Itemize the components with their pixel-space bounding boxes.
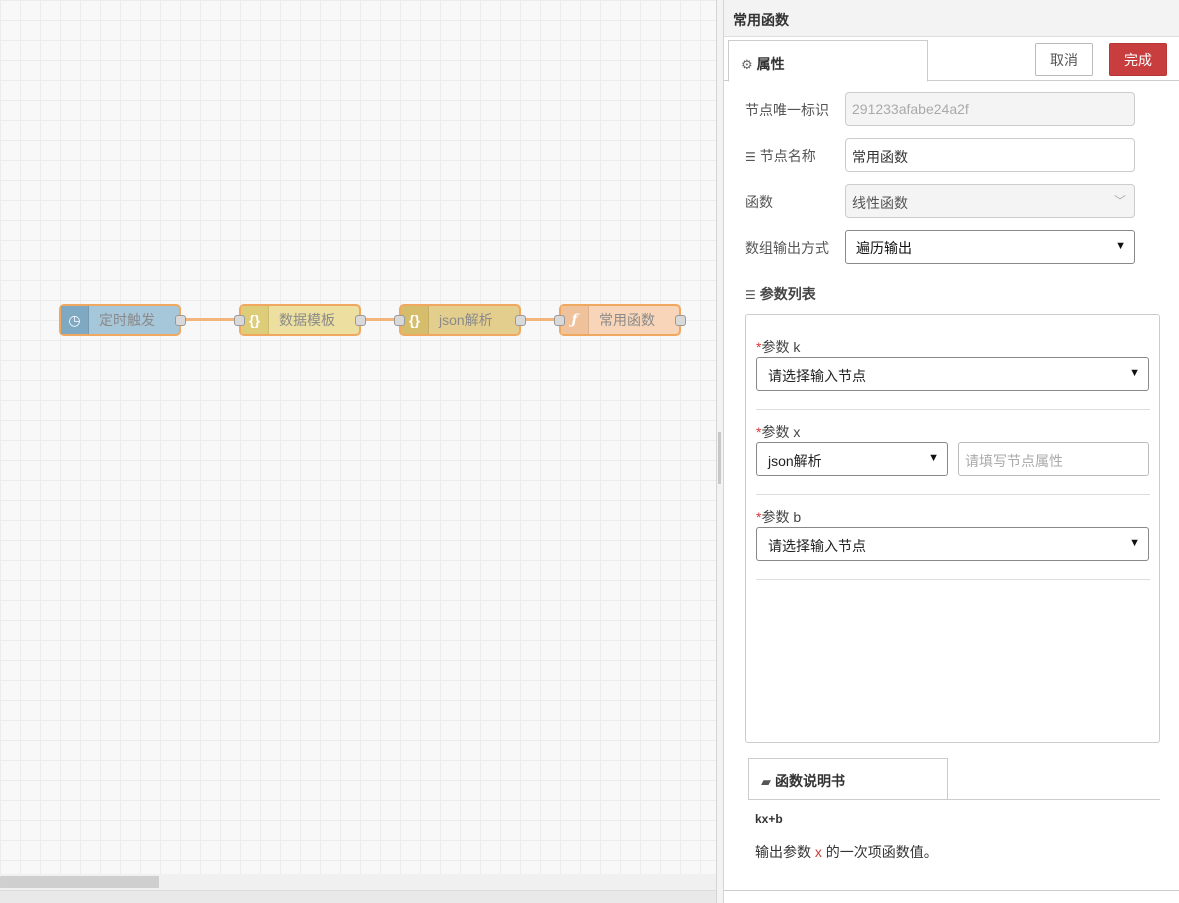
output-port[interactable] (675, 315, 686, 326)
field-output-mode: 数组输出方式 遍历输出 ▼ (745, 230, 1135, 264)
doc-tab-divider (748, 799, 1160, 800)
scrollbar-thumb[interactable] (0, 876, 159, 888)
function-icon: ƒ (561, 306, 589, 334)
node-label: 数据模板 (279, 312, 335, 328)
required-mark: * (756, 424, 762, 440)
param-k-select[interactable]: 请选择输入节点 ▼ (756, 357, 1149, 391)
braces-icon: {} (241, 306, 269, 334)
param-x-select[interactable]: json解析 ▼ (756, 442, 948, 476)
braces-icon: {} (401, 306, 429, 334)
tab-label: 属性 (756, 56, 785, 72)
desc-prefix: 输出参数 (755, 844, 811, 860)
node-name-input[interactable]: 常用函数 (845, 138, 1135, 172)
node-id-label: 节点唯一标识 (745, 102, 829, 118)
param-label-text: 参数 b (761, 509, 802, 525)
flow-node-timer[interactable]: ◷ 定时触发 (59, 304, 186, 336)
desc-variable: x (814, 844, 822, 860)
node-name-label: 节点名称 (759, 148, 816, 164)
param-b-select[interactable]: 请选择输入节点 ▼ (756, 527, 1149, 561)
field-function: 函数 线性函数 ﹀ (745, 184, 1135, 218)
params-title: 参数列表 (759, 286, 816, 302)
book-icon: ▰ (761, 774, 771, 789)
function-select[interactable]: 线性函数 ﹀ (845, 184, 1135, 218)
chevron-down-icon: ▼ (1115, 240, 1126, 252)
function-description: 输出参数 x 的一次项函数值。 (755, 842, 938, 862)
param-b-label: *参数 b (756, 507, 801, 527)
splitter-handle[interactable] (718, 432, 721, 484)
node-label: 常用函数 (599, 312, 655, 328)
chevron-down-icon: ▼ (1129, 367, 1140, 379)
desc-suffix: 的一次项函数值。 (825, 844, 938, 860)
params-list: *参数 k 请选择输入节点 ▼ *参数 x json解析 ▼ 请填写节点属性 *… (745, 314, 1160, 743)
flow-canvas[interactable]: ◷ 定时触发 {} 数据模板 {} json解析 ƒ 常用函数 (0, 0, 716, 903)
doc-tab-label: 函数说明书 (775, 773, 845, 789)
horizontal-scrollbar[interactable] (0, 874, 716, 890)
output-port[interactable] (355, 315, 366, 326)
input-port[interactable] (394, 315, 405, 326)
param-x-label: *参数 x (756, 422, 800, 442)
param-x-property-input[interactable]: 请填写节点属性 (958, 442, 1149, 476)
node-name-label-wrap: ☰节点名称 (745, 146, 816, 166)
param-divider (756, 579, 1150, 580)
list-icon: ☰ (745, 288, 756, 302)
node-editor-panel: 常用函数 ⚙属性 取消 完成 节点唯一标识 291233afabe24a2f ☰… (724, 0, 1179, 903)
cancel-button[interactable]: 取消 (1035, 43, 1093, 76)
output-mode-label: 数组输出方式 (745, 240, 829, 256)
chevron-down-icon: ▼ (1129, 537, 1140, 549)
required-mark: * (756, 339, 762, 355)
clock-icon: ◷ (61, 306, 89, 334)
field-node-id: 节点唯一标识 291233afabe24a2f (745, 92, 1135, 126)
param-select-value: json解析 (768, 453, 822, 469)
panel-title: 常用函数 (724, 0, 1179, 37)
required-mark: * (756, 509, 762, 525)
workspace-footer (0, 890, 716, 903)
flow-node-template[interactable]: {} 数据模板 (234, 304, 366, 336)
field-node-name: ☰节点名称 常用函数 (745, 138, 1135, 172)
param-divider (756, 409, 1150, 410)
node-id-input: 291233afabe24a2f (845, 92, 1135, 126)
output-mode-select[interactable]: 遍历输出 ▼ (845, 230, 1135, 264)
node-label: 定时触发 (99, 312, 155, 328)
param-select-value: 请选择输入节点 (768, 538, 866, 554)
tab-bar: ⚙属性 取消 完成 (724, 37, 1179, 82)
input-port[interactable] (554, 315, 565, 326)
flow-node-json[interactable]: {} json解析 (394, 304, 526, 336)
param-label-text: 参数 k (761, 339, 801, 355)
tab-properties[interactable]: ⚙属性 (728, 40, 928, 82)
list-icon: ☰ (745, 150, 756, 164)
param-select-value: 请选择输入节点 (768, 368, 866, 384)
output-port[interactable] (515, 315, 526, 326)
wire[interactable] (361, 318, 399, 321)
gear-icon: ⚙ (741, 57, 753, 72)
param-k-label: *参数 k (756, 337, 800, 357)
done-button[interactable]: 完成 (1109, 43, 1167, 76)
function-formula: kx+b (755, 812, 783, 826)
node-label: json解析 (439, 312, 493, 328)
chevron-down-icon: ▼ (928, 452, 939, 464)
function-label: 函数 (745, 194, 773, 210)
params-section-title: ☰参数列表 (745, 284, 816, 304)
wire[interactable] (181, 318, 239, 321)
output-port[interactable] (175, 315, 186, 326)
flow-node-function[interactable]: ƒ 常用函数 (554, 304, 686, 336)
function-select-value: 线性函数 (852, 195, 908, 211)
chevron-down-icon: ﹀ (1113, 194, 1126, 208)
wire[interactable] (521, 318, 559, 321)
input-port[interactable] (234, 315, 245, 326)
param-divider (756, 494, 1150, 495)
panel-footer (724, 890, 1179, 903)
tab-function-doc[interactable]: ▰ 函数说明书 (748, 758, 948, 800)
param-label-text: 参数 x (761, 424, 801, 440)
output-mode-value: 遍历输出 (856, 240, 912, 256)
